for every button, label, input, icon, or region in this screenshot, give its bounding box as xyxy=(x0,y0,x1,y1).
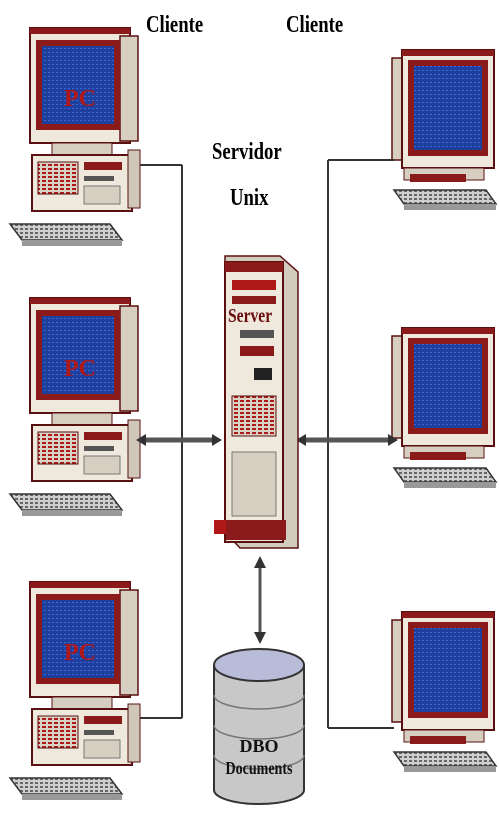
server-title-line2: Unix xyxy=(230,185,269,211)
pc-right-middle xyxy=(391,327,497,489)
pc-right-top xyxy=(391,49,497,211)
client-label-right: Cliente xyxy=(286,12,344,38)
pc-right-bottom xyxy=(391,611,497,773)
left-server-arrowhead xyxy=(212,434,222,446)
server-box-label: Server xyxy=(228,304,272,326)
left-arrowhead xyxy=(136,434,146,446)
pc-left-middle: PC xyxy=(9,297,141,517)
client-label-left: Cliente xyxy=(146,12,204,38)
database-cylinder: DBO Documents xyxy=(213,648,305,805)
right-server-arrowhead xyxy=(296,434,306,446)
pc-left-bottom: PC xyxy=(9,581,141,801)
server-title-line1: Servidor xyxy=(212,139,282,165)
connection-lines xyxy=(136,159,398,729)
pc-screen-label: PC xyxy=(64,356,96,382)
db-arrowhead xyxy=(254,556,266,568)
pc-left-top: PC xyxy=(9,27,141,247)
right-arrowhead xyxy=(388,434,398,446)
pc-screen-label: PC xyxy=(64,86,96,112)
db-arrowhead-bottom xyxy=(254,632,266,644)
pc-screen-label: PC xyxy=(64,640,96,666)
unix-server: Server xyxy=(214,255,299,549)
database-label-line2: Documents xyxy=(225,760,292,779)
database-label-line1: DBO xyxy=(239,736,278,756)
